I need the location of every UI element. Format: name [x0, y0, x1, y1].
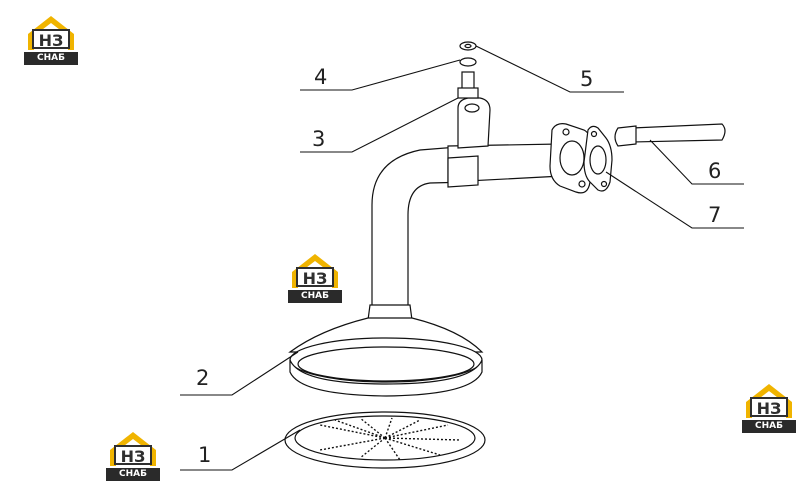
- brand-logo-right: НЗ СНАБ: [740, 382, 798, 434]
- gasket-hole-top: [590, 130, 598, 138]
- bolt-head: [457, 87, 479, 99]
- tube-collar: [447, 155, 479, 188]
- leader-1: [180, 429, 301, 471]
- flange-bolt-hole-top: [562, 128, 570, 136]
- leader-7: [605, 171, 744, 229]
- callout-5: 5: [580, 67, 593, 91]
- callout-7: 7: [708, 203, 721, 227]
- logo-letters: НЗ: [296, 267, 334, 288]
- nut-hole: [464, 43, 472, 49]
- flange-bore: [559, 140, 585, 176]
- callout-3: 3: [312, 127, 325, 151]
- screen-perforations: [319, 417, 461, 461]
- leader-3: [300, 97, 459, 153]
- logo-letters: НЗ: [32, 29, 70, 50]
- flange-bolt-hole-bottom: [578, 180, 586, 188]
- callout-2: 2: [196, 366, 209, 390]
- washer-part4: [459, 57, 477, 67]
- pipe-part6: [631, 123, 726, 143]
- screen-disc-inner: [294, 415, 476, 461]
- brand-logo-center: НЗ СНАБ: [286, 252, 344, 304]
- logo-letters: НЗ: [750, 397, 788, 418]
- strainer-rim-inner: [297, 346, 475, 382]
- nut-part5: [459, 41, 477, 51]
- logo-letters: НЗ: [114, 445, 152, 466]
- logo-subtitle: СНАБ: [24, 52, 78, 65]
- logo-subtitle: СНАБ: [742, 420, 796, 433]
- leader-lines: [180, 45, 744, 471]
- callout-4: 4: [314, 65, 327, 89]
- logo-subtitle: СНАБ: [106, 468, 160, 481]
- leader-6: [649, 139, 744, 185]
- brand-logo-bottom-left: НЗ СНАБ: [104, 430, 162, 482]
- bracket-hole: [464, 103, 480, 113]
- gasket-bore: [589, 145, 607, 175]
- brand-logo-top-left: НЗ СНАБ: [22, 14, 80, 66]
- callout-6: 6: [708, 159, 721, 183]
- bolt-shank: [461, 71, 475, 91]
- strainer-band: [289, 359, 483, 397]
- gasket-hole-bottom: [600, 180, 608, 188]
- leader-4: [300, 59, 461, 91]
- logo-subtitle: СНАБ: [288, 290, 342, 303]
- callout-1: 1: [198, 443, 211, 467]
- leader-2: [180, 351, 299, 396]
- leader-5: [475, 45, 624, 93]
- pipe-fitting: [614, 125, 637, 147]
